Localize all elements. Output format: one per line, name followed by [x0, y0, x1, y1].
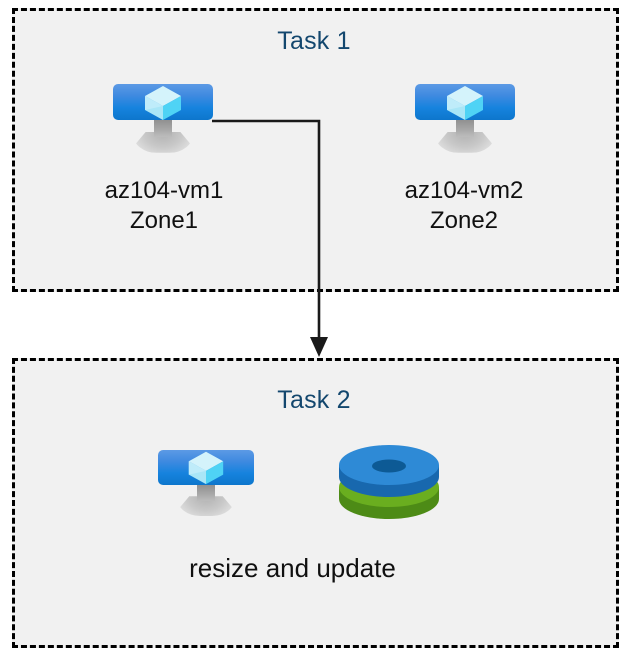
monitor-neck-shape	[154, 119, 172, 137]
cube-glyph-icon	[188, 452, 224, 485]
task1-title: Task 1	[277, 27, 351, 55]
azure-virtual-machine-icon	[158, 450, 254, 527]
down-arrow-icon	[310, 337, 328, 357]
disk-blue-shape	[339, 445, 439, 497]
cube-glyph-icon	[145, 86, 181, 120]
vm1-label: az104-vm1 Zone1	[104, 177, 224, 234]
task2-caption: resize and update	[189, 553, 396, 583]
monitor-base-shape	[177, 496, 235, 517]
monitor-base-shape	[435, 132, 495, 153]
monitor-base-shape	[133, 132, 193, 153]
task2-container	[12, 358, 619, 648]
monitor-neck-shape	[456, 119, 474, 137]
monitor-neck-shape	[197, 483, 215, 501]
task2-title: Task 2	[277, 386, 351, 414]
cube-glyph-icon	[447, 86, 483, 120]
azure-virtual-machine-icon	[415, 84, 515, 164]
vm2-label: az104-vm2 Zone2	[404, 177, 524, 234]
azure-disks-icon	[339, 445, 439, 519]
azure-virtual-machine-icon	[113, 84, 213, 164]
